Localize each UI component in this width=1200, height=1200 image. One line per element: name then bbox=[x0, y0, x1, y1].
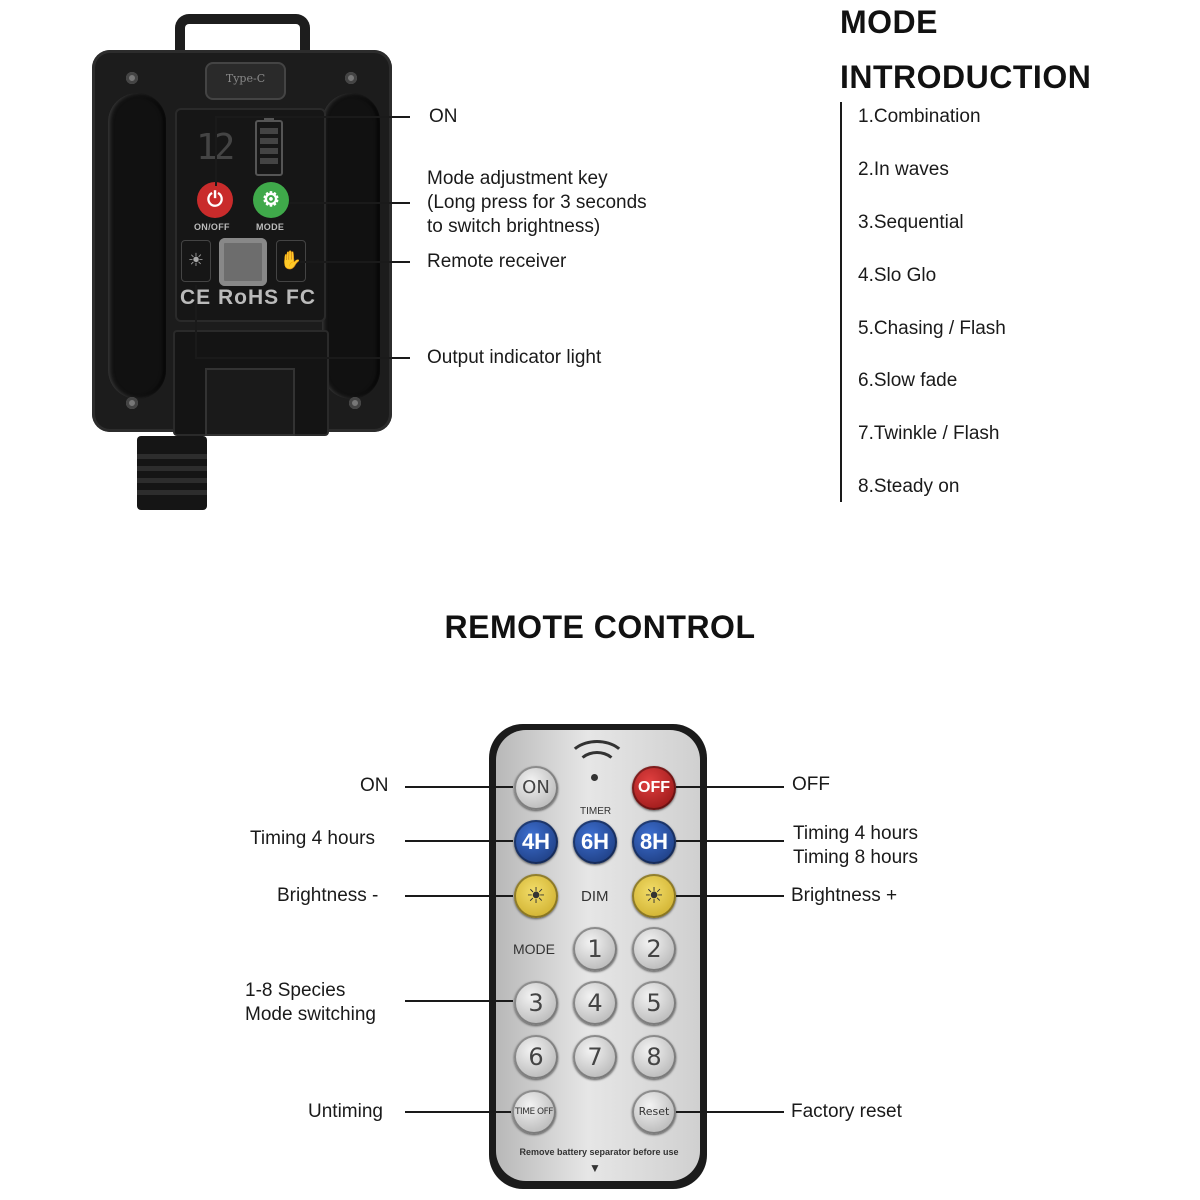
mode-5-button[interactable]: 5 bbox=[632, 981, 676, 1025]
callout-line bbox=[405, 840, 513, 842]
callout-line bbox=[676, 786, 784, 788]
callout-timing-4h-right: Timing 4 hours bbox=[793, 823, 918, 844]
callout-mode-key-note: to switch brightness) bbox=[427, 216, 601, 237]
mode-intro-title-line: MODE bbox=[840, 4, 938, 40]
arrow-down-icon: ▼ bbox=[589, 1161, 601, 1175]
type-c-port: Type-C bbox=[205, 62, 286, 100]
mode-item: 5.Chasing / Flash bbox=[858, 318, 1006, 339]
mode-2-button[interactable]: 2 bbox=[632, 927, 676, 971]
mode-8-button[interactable]: 8 bbox=[632, 1035, 676, 1079]
mode-intro-title-line: INTRODUCTION bbox=[840, 59, 1092, 95]
mode-item: 1.Combination bbox=[858, 106, 981, 127]
controller-rail-left bbox=[108, 93, 166, 399]
sun-icon: ☀ bbox=[526, 883, 546, 908]
reset-button[interactable]: Reset bbox=[632, 1090, 676, 1134]
mode-6-button[interactable]: 6 bbox=[514, 1035, 558, 1079]
mode-4-button[interactable]: 4 bbox=[573, 981, 617, 1025]
mode-item: 3.Sequential bbox=[858, 212, 964, 233]
callout-output-light: Output indicator light bbox=[427, 347, 602, 368]
segment-display: 12 bbox=[196, 127, 235, 168]
mode-label: MODE bbox=[256, 222, 285, 232]
callout-line bbox=[405, 895, 513, 897]
controller-rail-right bbox=[322, 93, 380, 399]
mode-label: MODE bbox=[513, 941, 555, 957]
timer-label: TIMER bbox=[580, 806, 612, 817]
onoff-label: ON/OFF bbox=[194, 222, 230, 232]
screw-icon bbox=[349, 397, 361, 409]
callout-line bbox=[195, 357, 410, 359]
callout-line bbox=[676, 895, 784, 897]
timer-4h-button[interactable]: 4H bbox=[514, 820, 558, 864]
battery-icon bbox=[255, 116, 283, 176]
power-icon: ⏻ bbox=[207, 189, 223, 211]
callout-remote-receiver: Remote receiver bbox=[427, 251, 567, 272]
callout-line bbox=[290, 202, 410, 204]
time-off-button[interactable]: TIME OFF bbox=[512, 1090, 556, 1134]
timer-6h-button[interactable]: 6H bbox=[573, 820, 617, 864]
mode-7-button[interactable]: 7 bbox=[573, 1035, 617, 1079]
sun-icon: ☀ bbox=[644, 883, 664, 908]
output-connector bbox=[137, 436, 207, 510]
remote-on-button[interactable]: ON bbox=[514, 766, 558, 810]
callout-brightness-minus: Brightness - bbox=[277, 885, 379, 906]
mode-3-button[interactable]: 3 bbox=[514, 981, 558, 1025]
callout-factory-reset: Factory reset bbox=[791, 1101, 902, 1122]
ir-receiver-window bbox=[219, 238, 267, 286]
callout-line bbox=[405, 1111, 511, 1113]
mode-item: 4.Slo Glo bbox=[858, 265, 937, 286]
callout-mode-switching: Mode switching bbox=[245, 1004, 376, 1025]
mode-intro-title: MODE INTRODUCTION bbox=[840, 2, 1091, 97]
brightness-minus-button[interactable]: ☀ bbox=[514, 874, 558, 918]
callout-mode-key: Mode adjustment key bbox=[427, 168, 608, 189]
brightness-plus-button[interactable]: ☀ bbox=[632, 874, 676, 918]
gear-icon: ⚙ bbox=[262, 189, 280, 211]
callout-timing-4h: Timing 4 hours bbox=[250, 828, 375, 849]
screw-icon bbox=[126, 397, 138, 409]
mode-item: 2.In waves bbox=[858, 159, 949, 180]
callout-line bbox=[215, 116, 410, 118]
certification-marks: CE RoHS FC bbox=[180, 286, 316, 309]
power-button[interactable]: ⏻ bbox=[197, 182, 233, 218]
callout-remote-off: OFF bbox=[792, 774, 830, 795]
callout-on: ON bbox=[429, 106, 458, 127]
dim-label: DIM bbox=[581, 888, 609, 905]
mode-list-divider bbox=[840, 102, 842, 502]
callout-line bbox=[195, 285, 197, 357]
lighting-icon: ☀ bbox=[181, 240, 211, 282]
callout-line bbox=[676, 840, 784, 842]
remote-off-button[interactable]: OFF bbox=[632, 766, 676, 810]
mode-button[interactable]: ⚙ bbox=[253, 182, 289, 218]
callout-line bbox=[405, 1000, 513, 1002]
callout-line bbox=[676, 1111, 784, 1113]
mode-1-button[interactable]: 1 bbox=[573, 927, 617, 971]
mode-item: 7.Twinkle / Flash bbox=[858, 423, 1000, 444]
controller-handle bbox=[175, 14, 310, 74]
screw-icon bbox=[126, 72, 138, 84]
screw-icon bbox=[345, 72, 357, 84]
callout-timing-8h: Timing 8 hours bbox=[793, 847, 918, 868]
mode-item: 6.Slow fade bbox=[858, 370, 958, 391]
callout-line bbox=[215, 116, 217, 186]
callout-remote-on: ON bbox=[360, 775, 389, 796]
callout-untiming: Untiming bbox=[308, 1101, 383, 1122]
controller-bottom-inset bbox=[205, 368, 295, 436]
control-panel bbox=[175, 108, 326, 322]
remote-title: REMOTE CONTROL bbox=[444, 609, 756, 645]
callout-line bbox=[405, 786, 513, 788]
mode-item: 8.Steady on bbox=[858, 476, 960, 497]
callout-brightness-plus: Brightness + bbox=[791, 885, 898, 906]
callout-mode-key-note: (Long press for 3 seconds bbox=[427, 192, 647, 213]
timer-8h-button[interactable]: 8H bbox=[632, 820, 676, 864]
callout-line bbox=[300, 261, 410, 263]
callout-species: 1-8 Species bbox=[245, 980, 346, 1001]
battery-note: Remove battery separator before use bbox=[519, 1147, 679, 1157]
